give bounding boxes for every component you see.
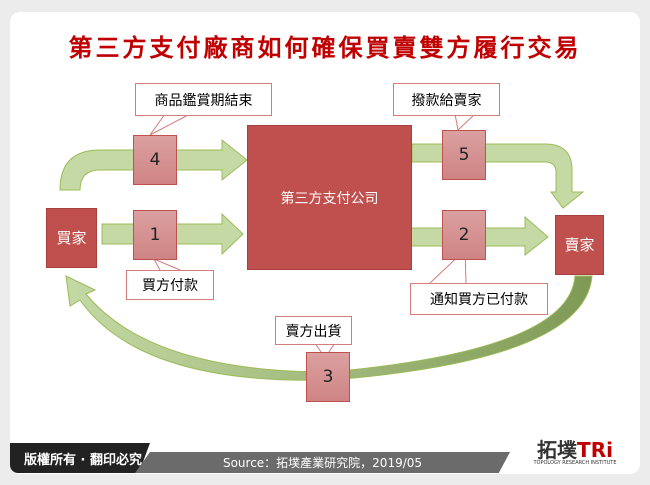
step-3-callout: 賣方出貨 xyxy=(275,316,352,345)
step-4-badge: 4 xyxy=(133,135,177,185)
step-5-callout: 撥款給賣家 xyxy=(393,83,500,116)
step-4-callout: 商品鑑賞期結束 xyxy=(135,83,272,116)
step-5-badge: 5 xyxy=(442,130,486,180)
seller-label: 賣家 xyxy=(564,236,595,254)
step-3-badge: 3 xyxy=(306,352,350,402)
arrow-step-3 xyxy=(65,275,593,381)
copyright-notice: 版權所有 · 翻印必究 xyxy=(10,443,150,473)
buyer-label: 買家 xyxy=(56,229,87,247)
step-1-callout: 買方付款 xyxy=(126,270,214,300)
source-note: Source：拓墣產業研究院，2019/05 xyxy=(135,452,510,473)
buyer-node: 買家 xyxy=(46,208,97,268)
arrow-step-5 xyxy=(411,143,585,209)
step-2-callout: 通知買方已付款 xyxy=(410,283,548,315)
payment-company-node: 第三方支付公司 xyxy=(247,125,412,270)
logo-cn: 拓墣 xyxy=(537,438,578,462)
seller-node: 賣家 xyxy=(555,215,604,275)
page-title: 第三方支付廠商如何確保買賣雙方履行交易 xyxy=(68,33,582,62)
step-1-badge: 1 xyxy=(133,210,177,260)
logo-en: TRi xyxy=(577,438,613,462)
logo-subtitle: TOPOLOGY RESEARCH INSTITUTE xyxy=(533,460,617,466)
step-2-badge: 2 xyxy=(442,210,486,260)
tri-logo: 拓墣TRi TOPOLOGY RESEARCH INSTITUTE xyxy=(520,440,630,472)
